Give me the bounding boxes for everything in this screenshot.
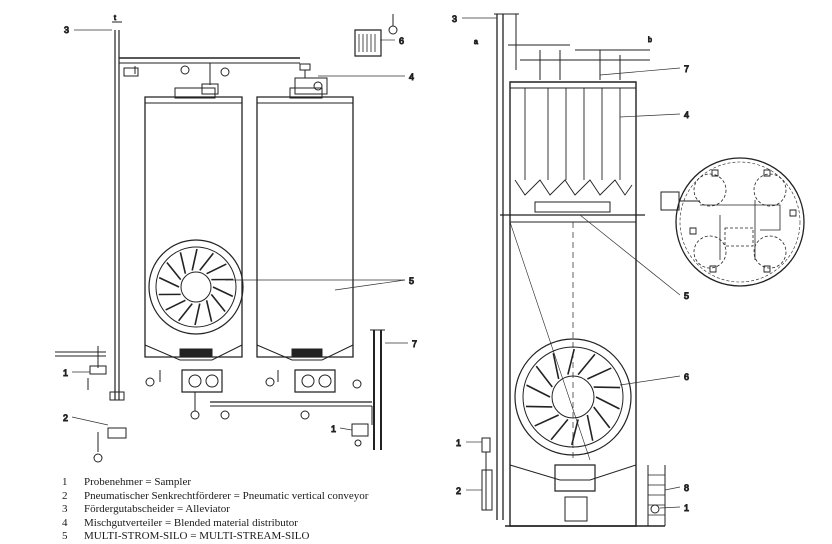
left-schematic bbox=[55, 14, 397, 462]
callout-right-3: 3 bbox=[452, 14, 457, 24]
fan-blade bbox=[207, 300, 212, 321]
fan-blade bbox=[578, 354, 595, 374]
silo-left-b bbox=[257, 97, 353, 357]
fan-blade bbox=[180, 252, 185, 273]
fan-blade bbox=[526, 385, 550, 397]
callout-left-5: 5 bbox=[409, 276, 414, 286]
callout-right-2: 2 bbox=[456, 486, 461, 496]
callout-right-8: 8 bbox=[684, 483, 689, 493]
fan-blade bbox=[596, 397, 620, 409]
fan-blade bbox=[200, 253, 214, 270]
fan-blade bbox=[166, 300, 186, 310]
fan-blade bbox=[211, 294, 225, 311]
callout-right-5: 5 bbox=[684, 291, 689, 301]
callout-left-1b: 1 bbox=[331, 424, 336, 434]
callout-right-1: 1 bbox=[456, 438, 461, 448]
fan-blade bbox=[167, 263, 181, 280]
fan-blade bbox=[594, 407, 610, 428]
fan-blade bbox=[195, 304, 200, 325]
right-schematic bbox=[482, 14, 804, 526]
callout-left-1: 1 bbox=[63, 368, 68, 378]
legend-text: Fördergutabscheider = Alleviator bbox=[84, 503, 230, 517]
silo-left-a bbox=[145, 97, 242, 357]
legend-text: Probenehmer = Sampler bbox=[84, 476, 191, 490]
callout-left-7: 7 bbox=[412, 339, 417, 349]
fan-blade bbox=[535, 415, 559, 426]
legend-number: 2 bbox=[62, 490, 84, 504]
plan-view-circle bbox=[676, 158, 804, 286]
fan-blade bbox=[551, 419, 568, 439]
mark-t: t bbox=[114, 15, 116, 22]
fan-blade bbox=[179, 304, 193, 321]
fan-blade bbox=[192, 249, 197, 270]
callout-right-7: 7 bbox=[684, 64, 689, 74]
mark-b: b bbox=[648, 37, 652, 44]
legend-number: 4 bbox=[62, 517, 84, 531]
legend-text: Pneumatischer Senkrechtförderer = Pneuma… bbox=[84, 490, 368, 504]
callout-right-1b: 1 bbox=[684, 503, 689, 513]
fan-blade bbox=[536, 366, 552, 387]
legend-text: Mischgutverteiler = Blended material dis… bbox=[84, 517, 298, 531]
callout-left-3: 3 bbox=[64, 25, 69, 35]
mark-a: a bbox=[474, 39, 478, 46]
fan-blade bbox=[568, 349, 574, 375]
callout-left-6: 6 bbox=[399, 36, 404, 46]
callout-left-4: 4 bbox=[409, 72, 414, 82]
callout-labels: 3 6 4 5 7 1 2 1 3 7 4 5 6 1 2 8 1 t a b bbox=[63, 14, 689, 513]
fan-blade bbox=[587, 368, 611, 379]
callout-left-2: 2 bbox=[63, 413, 68, 423]
fan-blade bbox=[213, 287, 233, 296]
fan-blade bbox=[587, 415, 592, 441]
callout-right-6: 6 bbox=[684, 372, 689, 382]
fan-blade bbox=[159, 278, 179, 287]
callout-right-4: 4 bbox=[684, 110, 689, 120]
fan-blade bbox=[553, 353, 558, 379]
legend-number: 3 bbox=[62, 503, 84, 517]
fan-blade bbox=[207, 264, 227, 274]
legend-number: 1 bbox=[62, 476, 84, 490]
